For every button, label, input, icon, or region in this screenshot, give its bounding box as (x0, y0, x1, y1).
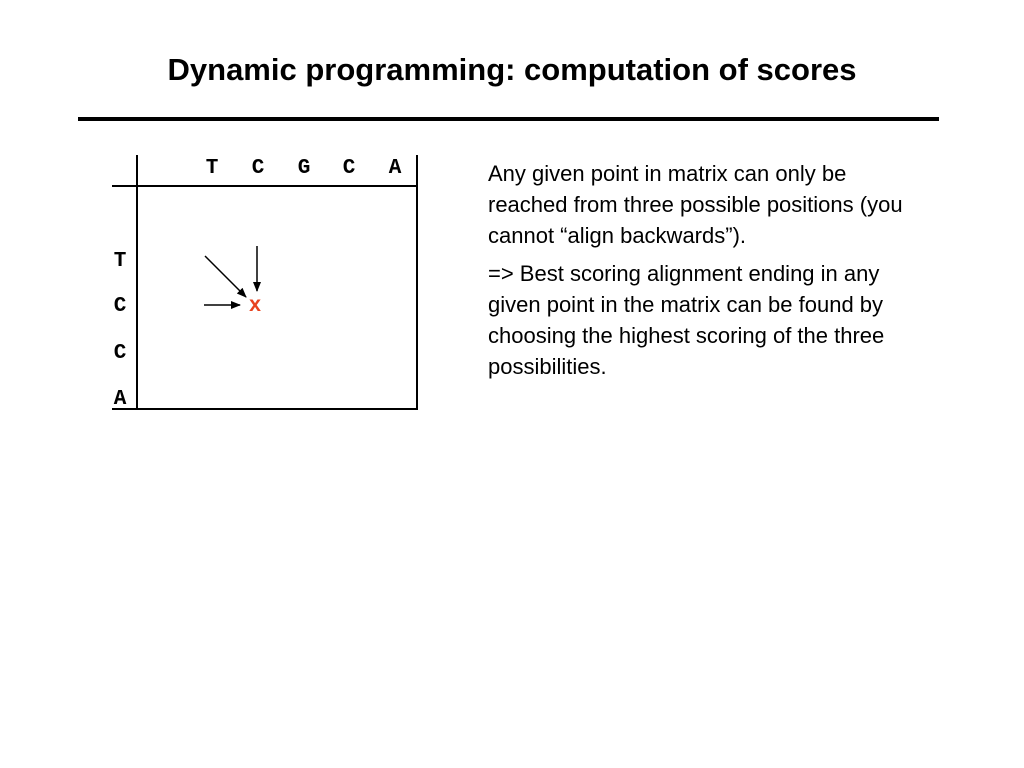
column-letter: C (343, 157, 356, 180)
row-letter: A (114, 388, 127, 411)
column-letter: C (252, 157, 265, 180)
explanation-paragraph: Any given point in matrix can only be re… (488, 161, 903, 248)
title-divider (78, 117, 939, 121)
diagonal-arrow (204, 255, 247, 298)
explanation-text: Any given point in matrix can only be re… (488, 158, 918, 389)
explanation-paragraph: => Best scoring alignment ending in any … (488, 261, 885, 379)
column-letter: T (206, 157, 219, 180)
row-letter: C (114, 295, 127, 318)
slide-title: Dynamic programming: computation of scor… (167, 52, 857, 87)
row-letter: T (114, 250, 127, 273)
column-letter: G (298, 157, 311, 180)
target-cell-marker: x (249, 295, 262, 318)
row-letter: C (114, 342, 127, 365)
column-letter: A (389, 157, 402, 180)
